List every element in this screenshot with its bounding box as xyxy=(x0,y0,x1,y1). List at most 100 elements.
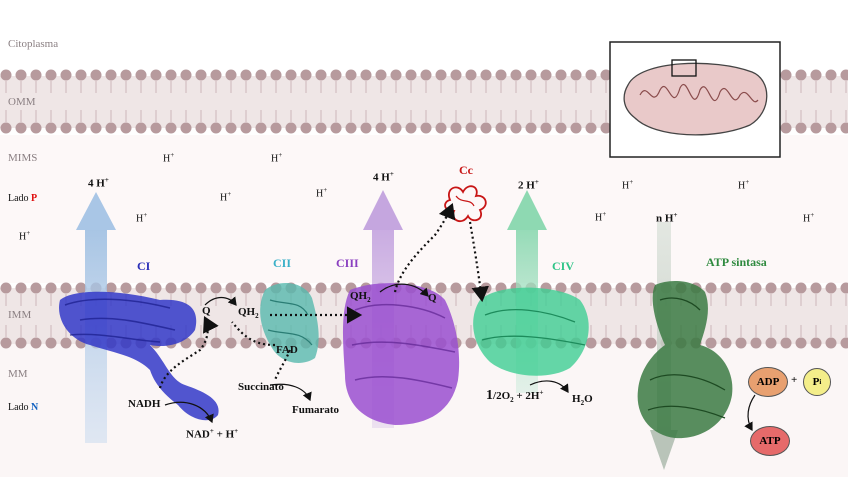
lipid-head xyxy=(106,283,117,294)
lipid-head xyxy=(286,123,297,134)
cytochrome-c-label: Cc xyxy=(459,163,473,178)
lipid-head xyxy=(196,70,207,81)
complex-ii-label: CII xyxy=(273,256,291,271)
label-imm: IMM xyxy=(8,309,31,321)
lipid-head xyxy=(136,123,147,134)
atp-circle: ATP xyxy=(750,426,790,456)
label-nadh: NADH xyxy=(128,398,160,410)
lipid-head xyxy=(796,70,807,81)
proton-marker: H+ xyxy=(163,151,174,164)
lipid-head xyxy=(571,123,582,134)
label-plus: + xyxy=(791,374,797,386)
lipid-head xyxy=(421,70,432,81)
lipid-head xyxy=(46,283,57,294)
lipid-head xyxy=(616,283,627,294)
lipid-head xyxy=(286,70,297,81)
lipid-head xyxy=(61,283,72,294)
proton-marker: H+ xyxy=(738,178,749,191)
lipid-head xyxy=(196,338,207,349)
label-lado-n: Lado N xyxy=(8,402,38,413)
lipid-head xyxy=(331,283,342,294)
lipid-head xyxy=(586,70,597,81)
lipid-head xyxy=(481,70,492,81)
lipid-head xyxy=(106,123,117,134)
lipid-head xyxy=(646,338,657,349)
lipid-head xyxy=(151,283,162,294)
lipid-head xyxy=(316,283,327,294)
lipid-head xyxy=(226,70,237,81)
lipid-head xyxy=(736,283,747,294)
lipid-head xyxy=(361,70,372,81)
adp-circle: ADP xyxy=(748,367,788,397)
lipid-head xyxy=(241,123,252,134)
lipid-head xyxy=(826,70,837,81)
lipid-head xyxy=(421,123,432,134)
lipid-head xyxy=(391,70,402,81)
complex-iv-label: CIV xyxy=(552,259,574,274)
lipid-head xyxy=(121,123,132,134)
lipid-head xyxy=(91,123,102,134)
lipid-head xyxy=(436,123,447,134)
lipid-head xyxy=(331,70,342,81)
lipid-head xyxy=(751,338,762,349)
lipid-head xyxy=(451,123,462,134)
lipid-head xyxy=(166,283,177,294)
complex-iv-structure xyxy=(473,288,589,376)
lipid-head xyxy=(136,283,147,294)
lipid-head xyxy=(451,70,462,81)
lipid-head xyxy=(211,338,222,349)
proton-marker: H+ xyxy=(803,211,814,224)
lipid-head xyxy=(436,70,447,81)
lipid-head xyxy=(451,283,462,294)
lipid-head xyxy=(541,123,552,134)
lipid-head xyxy=(481,123,492,134)
lipid-head xyxy=(16,70,27,81)
proton-marker: H+ xyxy=(271,151,282,164)
lipid-head xyxy=(46,123,57,134)
complex-iii-structure xyxy=(343,283,459,425)
label-fad: FAD xyxy=(276,344,298,356)
lipid-head xyxy=(466,123,477,134)
proton-marker: H+ xyxy=(622,178,633,191)
lipid-head xyxy=(331,338,342,349)
lipid-head xyxy=(31,123,42,134)
lipid-head xyxy=(256,338,267,349)
lipid-head xyxy=(76,123,87,134)
lipid-head xyxy=(181,123,192,134)
lipid-head xyxy=(526,123,537,134)
lipid-head xyxy=(16,338,27,349)
lipid-head xyxy=(721,338,732,349)
mitochondrion-inset xyxy=(610,42,780,157)
lipid-head xyxy=(211,123,222,134)
lipid-head xyxy=(346,70,357,81)
lipid-head xyxy=(556,70,567,81)
lipid-head xyxy=(316,123,327,134)
lipid-head xyxy=(31,283,42,294)
lipid-head xyxy=(796,338,807,349)
lipid-head xyxy=(376,123,387,134)
lado-p-letter: P xyxy=(31,193,37,204)
lipid-head xyxy=(781,123,792,134)
proton-marker: H+ xyxy=(316,186,327,199)
lipid-head xyxy=(166,123,177,134)
lipid-head xyxy=(466,283,477,294)
lipid-head xyxy=(601,338,612,349)
label-qh2-ci: QH2 xyxy=(238,306,259,320)
lipid-head xyxy=(781,283,792,294)
protons-ci: 4 H+ xyxy=(88,176,109,190)
lipid-head xyxy=(301,70,312,81)
lipid-head xyxy=(271,70,282,81)
proton-marker: H+ xyxy=(220,190,231,203)
protons-civ: 2 H+ xyxy=(518,178,539,192)
label-mims: MIMS xyxy=(8,152,37,164)
lipid-head xyxy=(271,123,282,134)
lipid-head xyxy=(76,283,87,294)
lipid-head xyxy=(406,70,417,81)
lipid-head xyxy=(91,70,102,81)
lipid-head xyxy=(196,283,207,294)
lipid-head xyxy=(736,338,747,349)
lipid-head xyxy=(31,70,42,81)
lipid-head xyxy=(181,283,192,294)
lipid-head xyxy=(166,70,177,81)
